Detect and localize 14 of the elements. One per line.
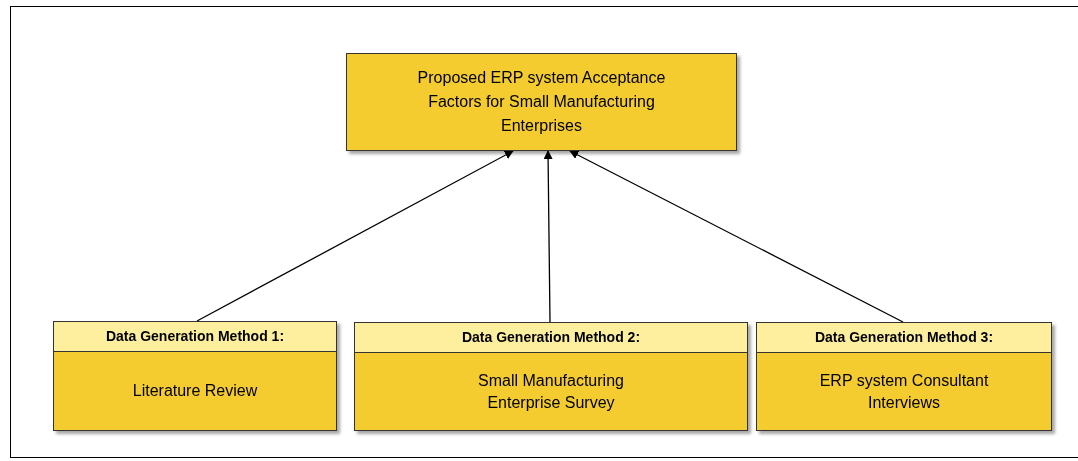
method-heading: Data Generation Method 1: [105,327,285,346]
method-heading: Data Generation Method 3: [814,328,994,347]
goal-text: Proposed ERP system Acceptance Factors for Small Manufacturing Enterprises [416,68,667,136]
method-name: Literature Review [131,381,259,401]
method-name: Small Manufacturing Enterprise Survey [477,370,625,413]
method-heading: Data Generation Method 2: [461,328,641,347]
arrow [543,150,553,323]
method-box [756,322,1052,431]
method-box [354,322,748,431]
method-box [53,321,337,431]
goal-box [346,53,737,151]
arrow [196,150,514,322]
arrow [569,150,904,323]
method-name: ERP system Consultant Interviews [818,370,990,413]
